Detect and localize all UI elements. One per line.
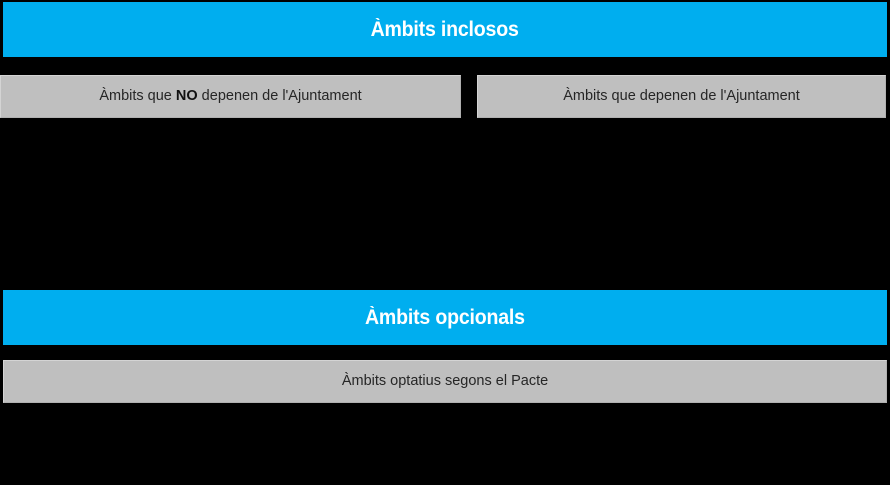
section-header-opcionals-label: Àmbits opcionals	[365, 306, 525, 329]
category-box-depenen-ajuntament: Àmbits que depenen de l'Ajuntament	[477, 75, 886, 118]
section-header-opcionals: Àmbits opcionals	[3, 290, 887, 345]
category-box-no-depenen-ajuntament: Àmbits que NO depenen de l'Ajuntament	[0, 75, 461, 118]
section-header-inclosos-label: Àmbits inclosos	[370, 18, 520, 41]
label-text-emphasis: NO	[175, 88, 198, 105]
content-area-inclosos	[0, 118, 890, 290]
content-area-opcionals	[0, 403, 890, 485]
category-box-depenen-ajuntament-label: Àmbits que depenen de l'Ajuntament	[563, 88, 800, 105]
section-header-inclosos: Àmbits inclosos	[3, 2, 887, 57]
label-text-after: depenen de l'Ajuntament	[197, 88, 362, 105]
category-box-optatius-pacte-label: Àmbits optatius segons el Pacte	[341, 373, 549, 390]
category-box-optatius-pacte: Àmbits optatius segons el Pacte	[3, 360, 887, 403]
label-text-before: Àmbits que	[99, 88, 176, 105]
category-box-no-depenen-ajuntament-label: Àmbits que NO depenen de l'Ajuntament	[99, 89, 361, 104]
